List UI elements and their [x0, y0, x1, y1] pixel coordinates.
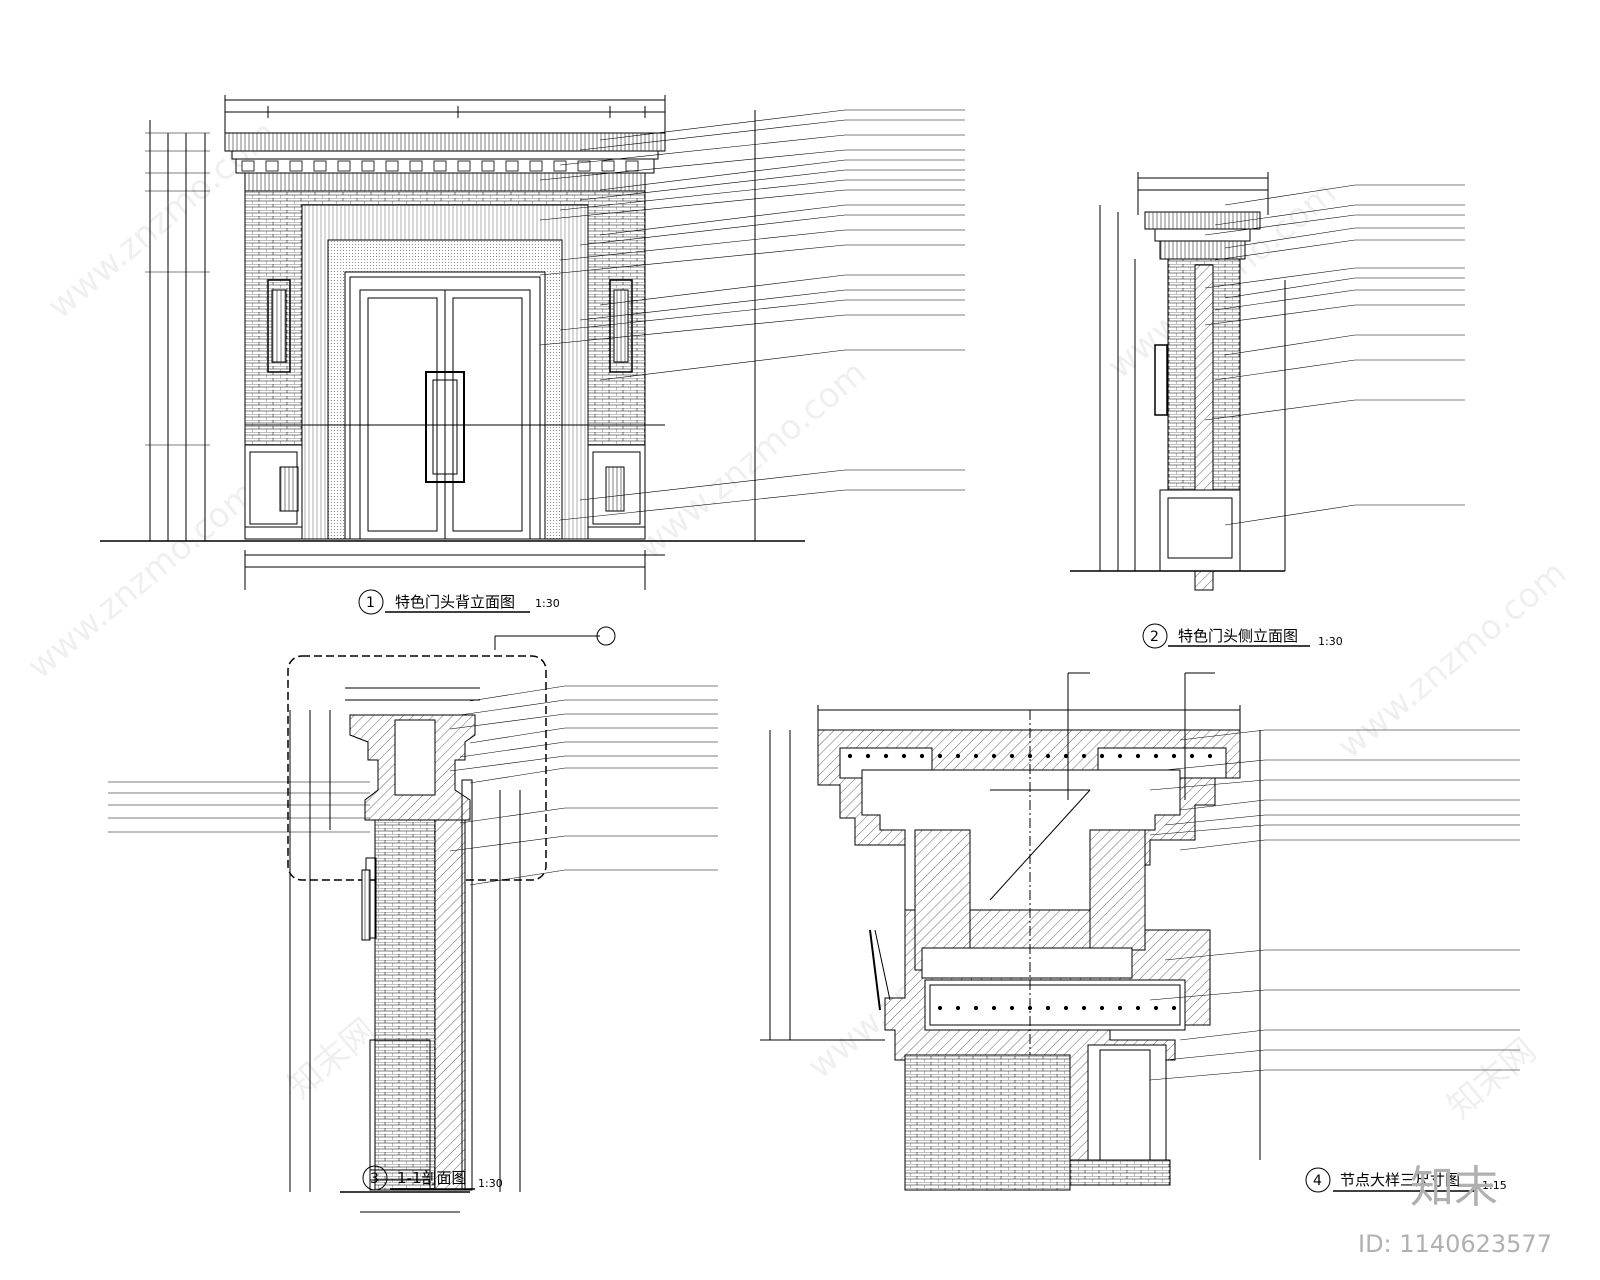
- watermark-text: www.znzmo.com: [630, 353, 874, 567]
- view-number: 1: [366, 595, 375, 611]
- watermark-text: www.znzmo.com: [1330, 553, 1574, 767]
- view-1-title: 1 特色门头背立面图 1:30: [358, 589, 560, 615]
- view-title: 特色门头背立面图: [395, 593, 515, 611]
- view-number-circle: [358, 589, 384, 615]
- view-scale: 1:30: [535, 597, 560, 610]
- view-number-circle: [1142, 623, 1168, 649]
- logo-text: 知末: [1410, 1162, 1498, 1213]
- view-number-circle: [1305, 1167, 1331, 1193]
- view-title: 特色门头侧立面图: [1178, 627, 1298, 645]
- view-4-node-detail: [760, 672, 1520, 1191]
- view-number: 2: [1150, 629, 1159, 645]
- watermark-text: www.znzmo.com: [20, 473, 264, 687]
- view-title: 1-1剖面图: [397, 1169, 467, 1187]
- view-3-title: 3 1-1剖面图 1:30: [362, 1165, 503, 1191]
- watermark-text: 知末网: [280, 1011, 384, 1107]
- view-number-circle: [362, 1165, 388, 1191]
- view-scale: 1:30: [478, 1177, 503, 1190]
- view-1-rear-elevation: [100, 95, 965, 590]
- brand-logo: 知末 ID: 1140623577: [1358, 1162, 1552, 1258]
- view-number: 3: [370, 1171, 379, 1187]
- view-4-title: 4 节点大样三尺寸图 1:15: [1305, 1167, 1507, 1193]
- view-3-section: [108, 626, 718, 1213]
- view-number: 4: [1313, 1173, 1322, 1189]
- view-title: 节点大样三尺寸图: [1340, 1171, 1460, 1189]
- view-2-title: 2 特色门头侧立面图 1:30: [1142, 623, 1343, 649]
- view-2-side-elevation: [1070, 172, 1465, 591]
- image-id: ID: 1140623577: [1358, 1230, 1552, 1258]
- view-scale: 1:15: [1482, 1179, 1507, 1192]
- watermark-text: 知末网: [1440, 1031, 1544, 1127]
- view-scale: 1:30: [1318, 635, 1343, 648]
- dentil-row: [235, 158, 655, 174]
